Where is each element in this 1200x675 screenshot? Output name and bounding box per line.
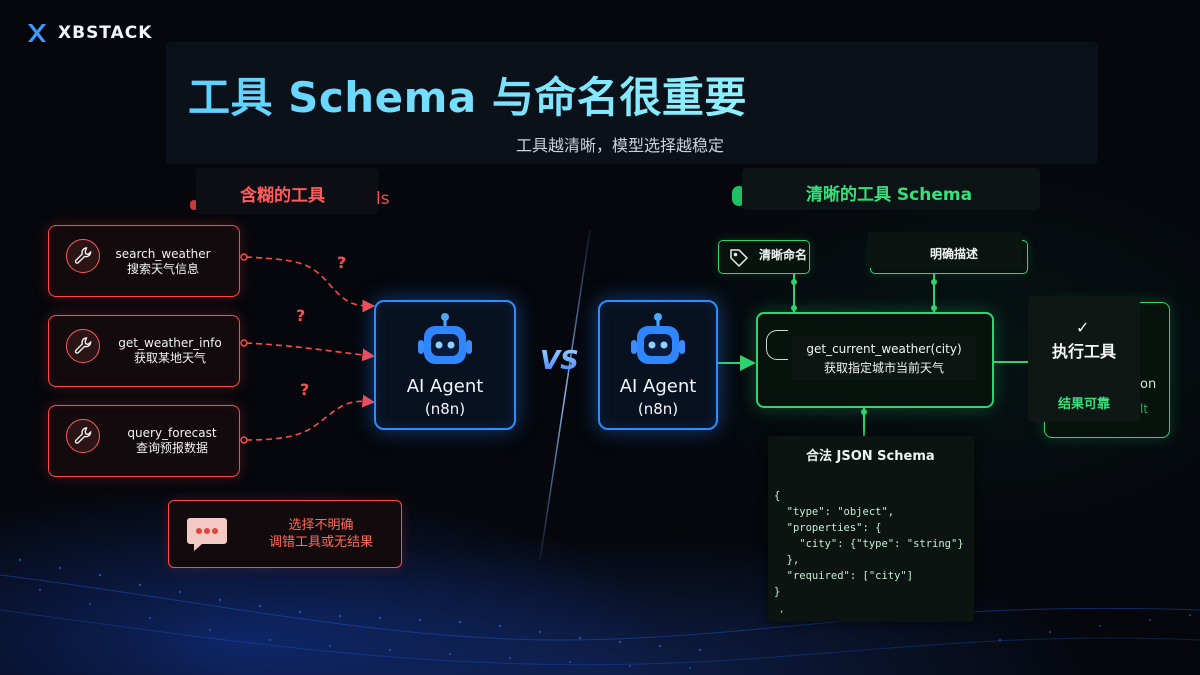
- wrench-icon: [66, 329, 100, 363]
- question-mark: ?: [300, 380, 310, 399]
- question-mark: ?: [296, 306, 306, 325]
- execute-result: 结果可靠: [1058, 397, 1111, 412]
- right-section-header: 清晰的工具 Schema: [806, 185, 973, 205]
- left-header-panel: [196, 168, 378, 214]
- tool-name: get_weather_info: [118, 336, 222, 350]
- schema-code: { "type": "object", "properties": { "cit…: [774, 490, 964, 598]
- execute-label: 执行工具: [1052, 342, 1117, 361]
- tool-name: query_forecast: [127, 426, 217, 440]
- tag-icon: [730, 249, 749, 268]
- execute-fragment-1: on: [1140, 377, 1157, 392]
- robot-icon: [418, 313, 472, 364]
- agent-subtitle: (n8n): [424, 400, 466, 418]
- wrench-icon: [66, 239, 100, 273]
- robot-icon: [631, 313, 685, 364]
- naming-tag-label: 清晰命名: [759, 248, 808, 262]
- agent-name: AI Agent: [619, 376, 697, 397]
- brand-name: XBSTACK: [58, 23, 153, 43]
- tool-name: search_weather: [115, 247, 211, 261]
- vague-tool-label: query_forecast 查询预报数据: [97, 426, 247, 456]
- tool-description: 获取某地天气: [133, 351, 206, 365]
- warning-line-1: 选择不明确: [288, 518, 354, 533]
- description-tag-label: 明确描述: [930, 247, 979, 261]
- left-section-header: 含糊的工具: [240, 186, 325, 206]
- divider-line: [539, 229, 591, 561]
- vague-tool-label: get_weather_info 获取某地天气: [95, 336, 245, 366]
- particle-wave: [18, 558, 1191, 669]
- schema-panel: [768, 436, 974, 622]
- function-panel: [792, 336, 976, 380]
- left-header-dot: [190, 200, 198, 210]
- execute-panel: [1028, 296, 1140, 422]
- tool-description: 查询预报数据: [135, 441, 208, 455]
- wrench-icon: [766, 330, 788, 360]
- description-tag-panel: [868, 232, 1022, 268]
- x-logo-icon: [28, 24, 46, 42]
- schema-tail: ,: [780, 604, 784, 615]
- check-icon: ✓: [1076, 318, 1090, 337]
- right-header-panel: [742, 168, 1040, 210]
- red-connectors: [245, 256, 376, 441]
- warning-text: 选择不明确 调错工具或无结果: [246, 517, 396, 551]
- left-header-fragment: ls: [376, 189, 390, 209]
- function-description: 获取指定城市当前天气: [823, 361, 944, 375]
- chat-bubble-icon: [187, 518, 227, 551]
- page-title: 工具 Schema 与命名很重要: [188, 64, 747, 125]
- vs-label: VS: [540, 346, 579, 376]
- naming-tag-box: [718, 240, 810, 274]
- schema-title: 合法 JSON Schema: [806, 449, 935, 464]
- execute-fragment-2: lt: [1140, 402, 1149, 416]
- warning-line-2: 调错工具或无结果: [268, 535, 373, 550]
- agent-name: AI Agent: [406, 376, 484, 397]
- connector-dots: [240, 253, 248, 444]
- brand: XBSTACK: [26, 22, 152, 44]
- function-name: get_current_weather(city): [806, 342, 962, 356]
- question-mark: ?: [337, 253, 347, 272]
- agent-subtitle: (n8n): [637, 400, 679, 418]
- title-panel: [166, 42, 1098, 164]
- ai-agent-box-right: [598, 300, 718, 430]
- wrench-icon: [66, 419, 100, 453]
- vague-tool-label: search_weather 搜索天气信息: [88, 247, 238, 277]
- tool-description: 搜索天气信息: [126, 262, 199, 276]
- page-subtitle: 工具越清晰，模型选择越稳定: [516, 136, 725, 155]
